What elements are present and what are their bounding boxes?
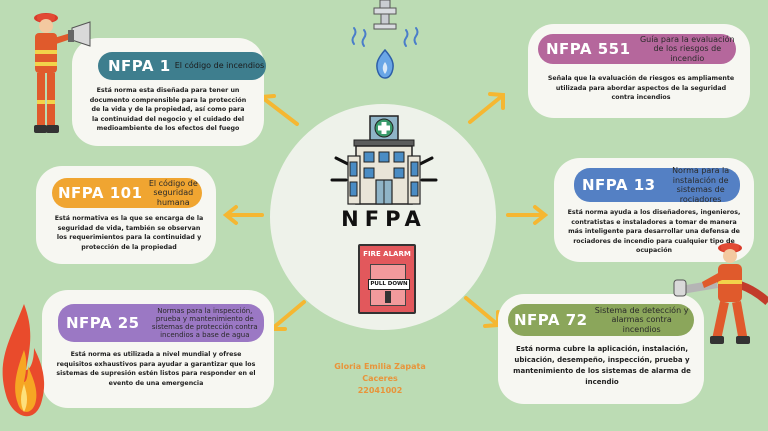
nfpa1-code: NFPA 1 [108, 57, 171, 75]
pull-down-label: PULL DOWN [368, 279, 410, 290]
nfpa72-subtitle: Sistema de detección y alarmas contra in… [594, 305, 689, 334]
nfpa551-description: Señala que la evaluación de riesgos es a… [547, 75, 735, 101]
nfpa551-code: NFPA 551 [546, 40, 631, 58]
nfpa13-subtitle: Norma para la instalación de sistemas de… [672, 166, 730, 204]
firefighter-megaphone-illustration [34, 13, 91, 133]
nfpa1-subtitle: El código de incendios [174, 61, 265, 71]
firefighter-hose-illustration [673, 243, 768, 344]
nfpa25-description: Está norma es utilizada a nivel mundial … [56, 351, 256, 387]
nfpa13-header: NFPA 13 Norma para la instalación de sis… [574, 166, 740, 204]
fire-alarm-handle: PULL DOWN [368, 264, 410, 306]
flame-icon [2, 304, 45, 417]
nfpa101-code: NFPA 101 [58, 184, 143, 202]
nfpa72-header: NFPA 72 Sistema de detección y alarmas c… [508, 304, 694, 336]
nfpa72-description: Está norma cubre la aplicación, instalac… [513, 345, 691, 386]
nfpa25-header: NFPA 25 Normas para la inspección, prueb… [58, 304, 264, 342]
nfpa13-code: NFPA 13 [582, 176, 656, 194]
nfpa25-subtitle: Normas para la inspección, prueba y mant… [151, 307, 258, 339]
author-block: Gloria Emilia Zapata Caceres 22041002 [318, 361, 442, 397]
sprinkler-icon [351, 0, 419, 79]
center-title: NFPA [341, 207, 427, 231]
arrow-nfpa101 [222, 205, 264, 225]
hospital-icon [330, 115, 438, 205]
nfpa551-subtitle: Guía para la evaluación de los riesgos d… [639, 34, 735, 63]
fire-alarm-label: FIRE ALARM [363, 250, 411, 258]
nfpa72-code: NFPA 72 [514, 311, 588, 329]
author-name: Gloria Emilia Zapata Caceres [334, 362, 426, 383]
nfpa551-header: NFPA 551 Guía para la evaluación de los … [538, 34, 736, 64]
arrow-nfpa13 [506, 205, 549, 225]
fire-alarm: FIRE ALARM PULL DOWN [358, 244, 416, 314]
nfpa25-code: NFPA 25 [66, 314, 140, 332]
arrow-nfpa551 [468, 92, 505, 124]
nfpa101-description: Está normativa es la que se encarga de l… [54, 215, 204, 251]
nfpa1-header: NFPA 1 El código de incendios [98, 52, 266, 80]
nfpa101-subtitle: El código de seguridad humana [148, 178, 198, 207]
nfpa101-header: NFPA 101 El código de seguridad humana [52, 178, 202, 208]
nfpa1-description: Está norma esta diseñada para tener un d… [89, 87, 247, 132]
nfpa13-description: Está norma ayuda a los diseñadores, inge… [567, 209, 741, 254]
author-id: 22041002 [357, 386, 403, 395]
